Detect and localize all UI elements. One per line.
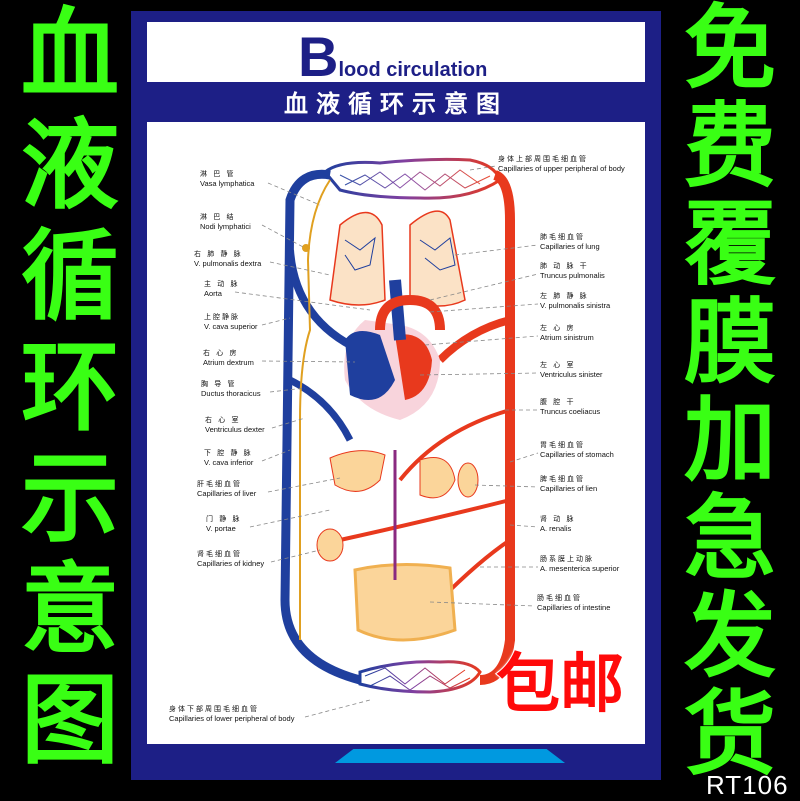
banner-char: 急 xyxy=(683,485,776,592)
banner-char: 膜 xyxy=(683,289,776,396)
left-vertical-banner: 血 液 循 环 示 意 图 xyxy=(0,0,140,800)
liver xyxy=(329,450,386,492)
bottom-accent-stripe xyxy=(335,749,565,763)
free-shipping-promo: 包邮 xyxy=(495,648,625,722)
right-vertical-banner: 免 费 覆 膜 加 急 发 货 xyxy=(660,0,800,800)
banner-char: 费 xyxy=(683,93,776,200)
title-initial: B xyxy=(298,25,339,88)
spleen xyxy=(457,462,479,498)
banner-char: 加 xyxy=(683,387,776,494)
artery-loop xyxy=(479,170,515,685)
bottom-stripe xyxy=(147,749,361,763)
lower-capillaries xyxy=(358,660,482,694)
banner-char: 液 xyxy=(20,109,119,223)
poster-title-area xyxy=(147,22,645,82)
vein-loop xyxy=(280,169,362,685)
poster-title-cn: 血液循环示意图 xyxy=(284,90,508,118)
banner-char: 环 xyxy=(20,331,119,445)
banner-char: 血 xyxy=(20,0,119,112)
banner-char: 货 xyxy=(683,681,776,788)
poster-title-en: Blood circulation xyxy=(298,29,488,85)
banner-char: 循 xyxy=(20,220,119,334)
right-lung xyxy=(329,211,386,306)
banner-char: 覆 xyxy=(683,191,776,298)
title-rest: lood circulation xyxy=(338,59,488,81)
banner-char: 免 xyxy=(683,0,776,102)
banner-char: 示 xyxy=(20,442,119,556)
upper-capillaries xyxy=(322,157,502,200)
banner-char: 图 xyxy=(20,664,119,778)
banner-char: 发 xyxy=(683,583,776,690)
intestine xyxy=(353,562,457,642)
title-band xyxy=(147,82,645,120)
kidney xyxy=(316,528,344,562)
stomach xyxy=(419,457,456,499)
lymph-vessel xyxy=(299,179,331,640)
banner-char: 意 xyxy=(20,553,119,667)
product-code: RT106 xyxy=(706,770,789,800)
